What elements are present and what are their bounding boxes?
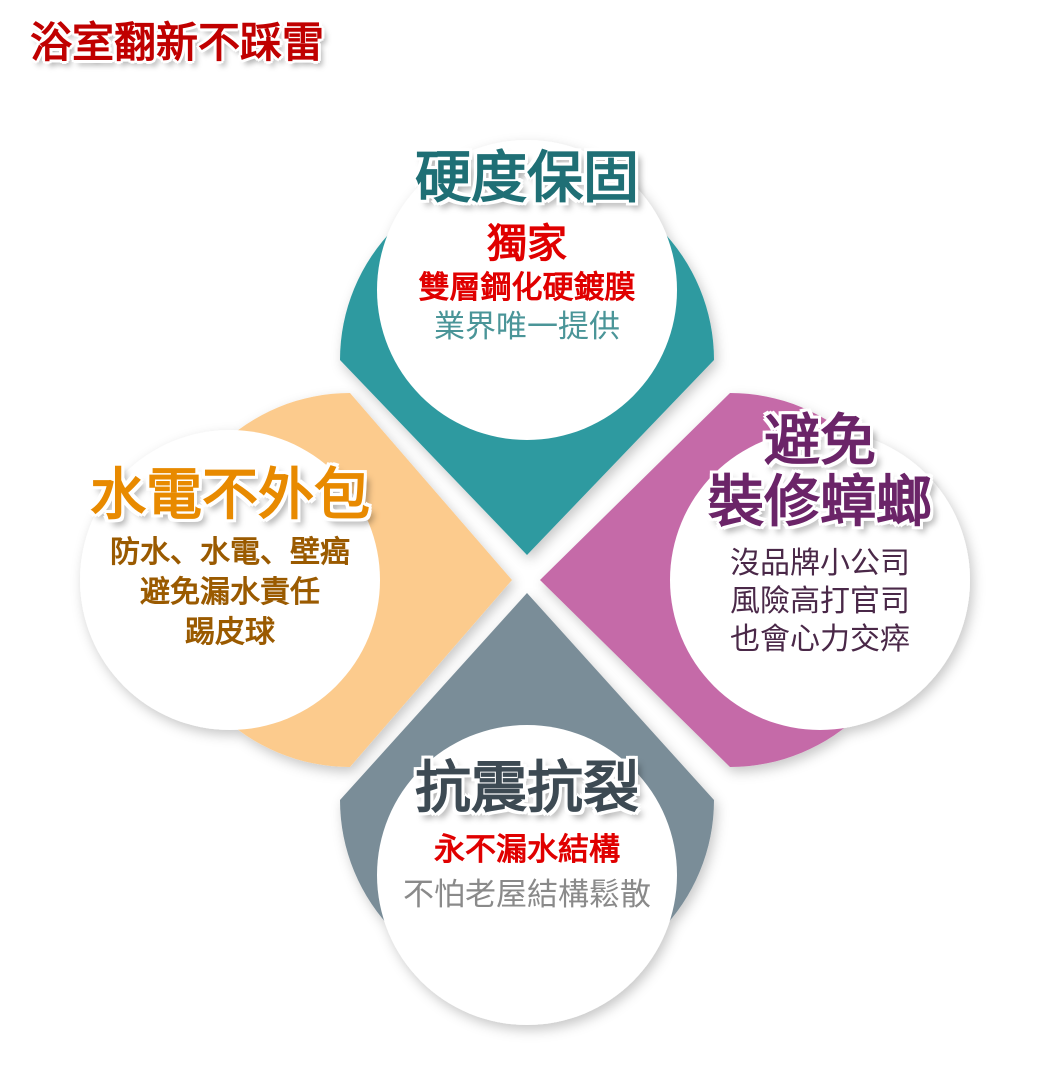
petal-left-shape [80,393,512,767]
petal-right-line3: 也會心力交瘁 [730,622,910,658]
petal-bottom-shape [340,593,714,1025]
petal-right-heading1: 避免 [764,409,876,474]
petal-top-line3: 業界唯一提供 [434,309,620,346]
petal-top-text: 硬度保固 獨家 雙層鋼化硬鍍膜 業界唯一提供 [377,145,677,347]
petal-right-line2: 風險高打官司 [730,584,910,620]
petal-bottom-line2: 不怕老屋結構鬆散 [403,877,651,914]
petal-bottom-text: 抗震抗裂 永不漏水結構 不怕老屋結構鬆散 [357,755,697,915]
petal-left-text: 水電不外包 防水、水電、壁癌 避免漏水責任 踢皮球 [60,462,400,651]
page-title: 浴室翻新不踩雷 [30,18,325,67]
petal-left-heading: 水電不外包 [90,463,370,528]
petal-top-line2: 雙層鋼化硬鍍膜 [418,270,636,307]
petal-top-shape [340,140,714,555]
petal-bottom-line1: 永不漏水結構 [434,832,620,869]
petal-right-text: 避免 裝修蟑螂 沒品牌小公司 風險高打官司 也會心力交瘁 [670,408,970,658]
petal-left-line2: 避免漏水責任 [140,575,320,611]
petal-bottom-heading: 抗震抗裂 [415,756,639,821]
petal-top-heading: 硬度保固 [415,146,639,211]
petal-right-shape [540,393,970,767]
petal-left-line1: 防水、水電、壁癌 [110,535,350,571]
petal-left-line3: 踢皮球 [185,615,275,651]
petal-right-line1: 沒品牌小公司 [730,546,910,582]
petal-right-heading2: 裝修蟑螂 [708,470,932,536]
petal-top-line1: 獨家 [487,221,567,268]
